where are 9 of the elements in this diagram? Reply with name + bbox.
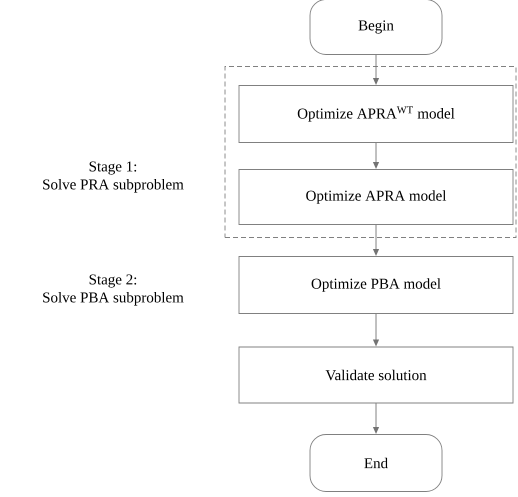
terminal-box: Begin xyxy=(310,0,442,55)
terminal-box: End xyxy=(310,434,442,492)
process-box: Optimize PBA model xyxy=(238,256,514,314)
dashed-group-box xyxy=(224,66,516,238)
stage-label: Stage 1: Solve PRA subproblem xyxy=(43,161,184,193)
process-box: Optimize APRA$^{WT}$ model xyxy=(238,85,514,143)
process-box: Validate solution xyxy=(238,346,514,404)
process-box: Optimize APRA model xyxy=(238,169,514,225)
stage-label: Stage 2: Solve PBA subproblem xyxy=(43,274,184,306)
